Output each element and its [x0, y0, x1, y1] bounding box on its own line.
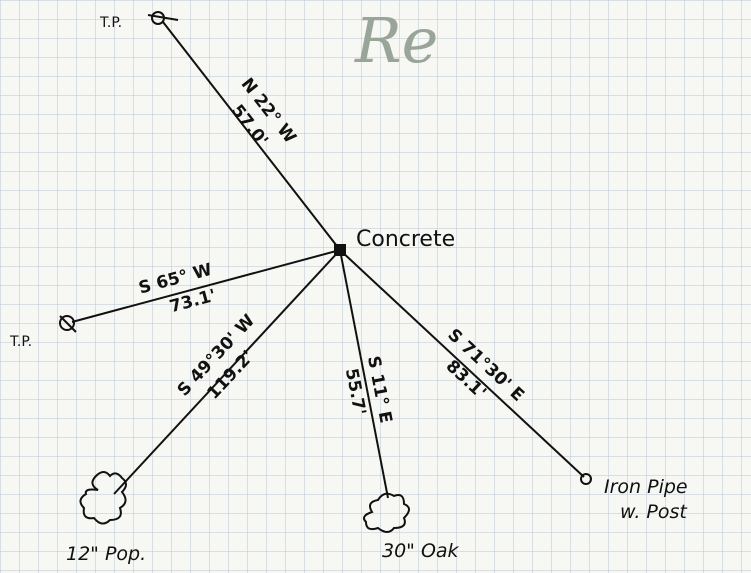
ray-southwest: [113, 249, 341, 495]
margin-scribble: Re: [354, 4, 438, 77]
tp-left-label: T.P.: [9, 334, 32, 350]
circle-icon: [580, 473, 592, 485]
tp-top-label: T.P.: [99, 15, 122, 31]
poplar-label: 12" Pop.: [66, 543, 146, 565]
circle-cross-icon: [59, 315, 75, 331]
ray-west: [71, 249, 341, 323]
concrete-monument-icon: [334, 244, 346, 256]
tp-top-marker: [147, 11, 179, 25]
oak-label: 30" Oak: [382, 540, 460, 562]
ray-south: [339, 249, 389, 499]
iron-pipe-label-line1: Iron Pipe: [604, 476, 688, 498]
ray-southeast: [339, 249, 585, 478]
tp-left-marker: [59, 315, 77, 333]
ray-north: [162, 21, 341, 251]
tree-icon: [79, 471, 127, 525]
tree-icon: [363, 492, 410, 533]
iron-pipe-label-line2: w. Post: [620, 501, 688, 523]
hub-label: Concrete: [356, 227, 455, 252]
